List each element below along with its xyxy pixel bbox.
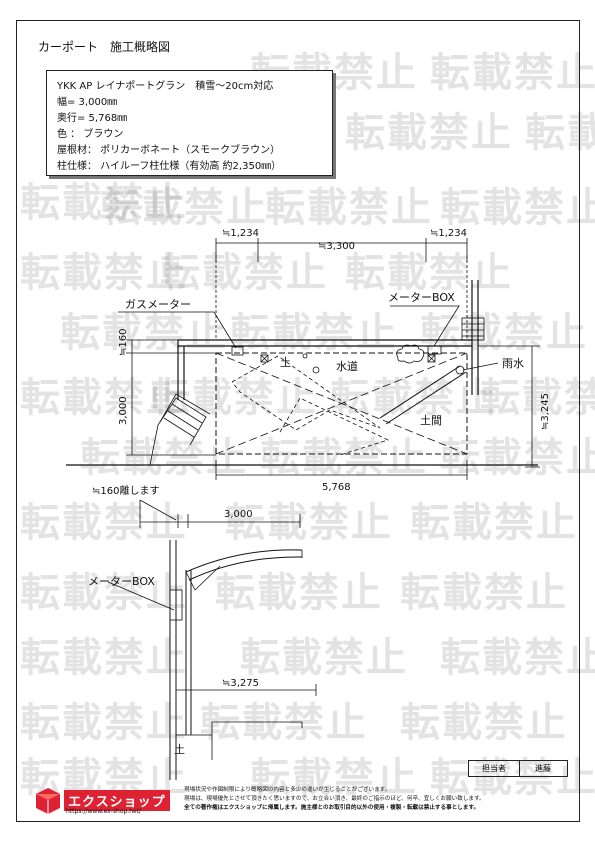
footer-notice: 現場状況や作図制限により概略図の内容と多少の違いが生じることがございます。 現場… xyxy=(184,786,564,813)
section-roof xyxy=(185,549,303,591)
dim-top-right: ≒1,234 xyxy=(430,228,467,239)
spec-box: YKK AP レイナポートグラン 積雪～20cm対応 幅= 3,000㎜ 奥行=… xyxy=(46,70,333,176)
drawing-frame xyxy=(16,20,580,822)
stairs xyxy=(157,393,211,446)
logo-name: エクスショップ xyxy=(64,790,170,811)
plan-bottom-dimension xyxy=(215,460,468,480)
leader-rain xyxy=(462,362,499,371)
meter-box-icon xyxy=(427,345,442,355)
person-in-charge-name: 進藤 xyxy=(535,764,551,773)
person-in-charge-label: 担当者 xyxy=(469,761,520,776)
spec-line: 色 ： ブラウン xyxy=(57,129,124,140)
label-soil: 土 xyxy=(280,356,291,369)
leader-gas-meter xyxy=(118,311,237,349)
gas-meter-icon xyxy=(231,346,244,356)
section-post xyxy=(185,570,192,735)
section-lower-dimension xyxy=(176,684,317,696)
doma-outline xyxy=(231,355,390,456)
dim-right: ≒3,245 xyxy=(540,393,551,430)
label-section-meter-box: メーターBOX xyxy=(88,575,155,588)
section-top-dimension xyxy=(139,499,301,528)
leader-meter-box xyxy=(390,305,460,347)
dim-left-small: ≒160 xyxy=(118,329,129,356)
dim-top-center: ≒3,300 xyxy=(318,241,355,252)
label-section-soil: 土 xyxy=(174,743,185,756)
spec-line: 柱仕様： ハイルーフ柱仕様（有効高 約2,350㎜） xyxy=(57,161,282,172)
label-doma: 土間 xyxy=(420,414,442,427)
spec-line: 奥行= 5,768㎜ xyxy=(57,113,128,124)
notice-line: 現場状況や作図制限により概略図の内容と多少の違いが生じることがございます。 xyxy=(184,787,391,793)
logo-url[interactable]: https://www.ex-shop.net/ xyxy=(66,808,142,815)
label-water: 水道 xyxy=(336,359,358,373)
section-meter-box xyxy=(169,589,183,621)
spec-line: YKK AP レイナポートグラン 積雪～20cm対応 xyxy=(57,81,274,92)
plan-top-dimension xyxy=(215,238,468,340)
fence xyxy=(461,317,485,341)
section-wall xyxy=(169,540,177,780)
carport-outline xyxy=(215,352,468,455)
soil-mark-icon xyxy=(260,354,269,363)
page-title: カーポート 施工概略図 xyxy=(38,40,171,54)
notice-line: 現場は、現場優先とさせて頂きたく思いますので、お立合い頂き、最終のご指示のほど、… xyxy=(184,796,485,802)
logo-icon xyxy=(36,788,60,814)
dim-top-left: ≒1,234 xyxy=(222,228,259,239)
label-rain: 雨水 xyxy=(502,357,524,370)
dim-bottom: 5,768 xyxy=(322,482,351,493)
shrub-icon xyxy=(396,344,425,364)
water-dot-icon xyxy=(302,353,308,359)
dim-left-depth: 3,000 xyxy=(118,396,129,425)
dim-section-width: 3,000 xyxy=(224,509,253,520)
leader-section-meter xyxy=(107,581,175,611)
house-wall xyxy=(177,280,479,400)
soil-mark-icon xyxy=(427,354,436,363)
spec-line: 屋根材： ポリカーボネート（スモークブラウン） xyxy=(57,145,281,156)
boundary-line xyxy=(149,424,159,466)
carport-diagonals xyxy=(215,352,468,455)
notice-line: 全ての著作権はエクスショップに帰属します。施主様とのお取引目的以外の使用・複製・… xyxy=(184,805,480,811)
dim-offset-label: ≒160離します xyxy=(92,484,159,497)
person-in-charge-box: 担当者 進藤 xyxy=(468,760,568,777)
water-tap-icon xyxy=(312,366,320,374)
plan-left-dimension xyxy=(126,339,216,456)
label-meter-box: メーターBOX xyxy=(388,291,455,304)
spec-line: 幅= 3,000㎜ xyxy=(57,97,118,108)
dim-section-lower: ≒3,275 xyxy=(222,678,259,689)
label-gas-meter: ガスメーター xyxy=(125,298,191,311)
plan-right-dimension xyxy=(478,345,540,468)
section-ground xyxy=(176,721,303,760)
